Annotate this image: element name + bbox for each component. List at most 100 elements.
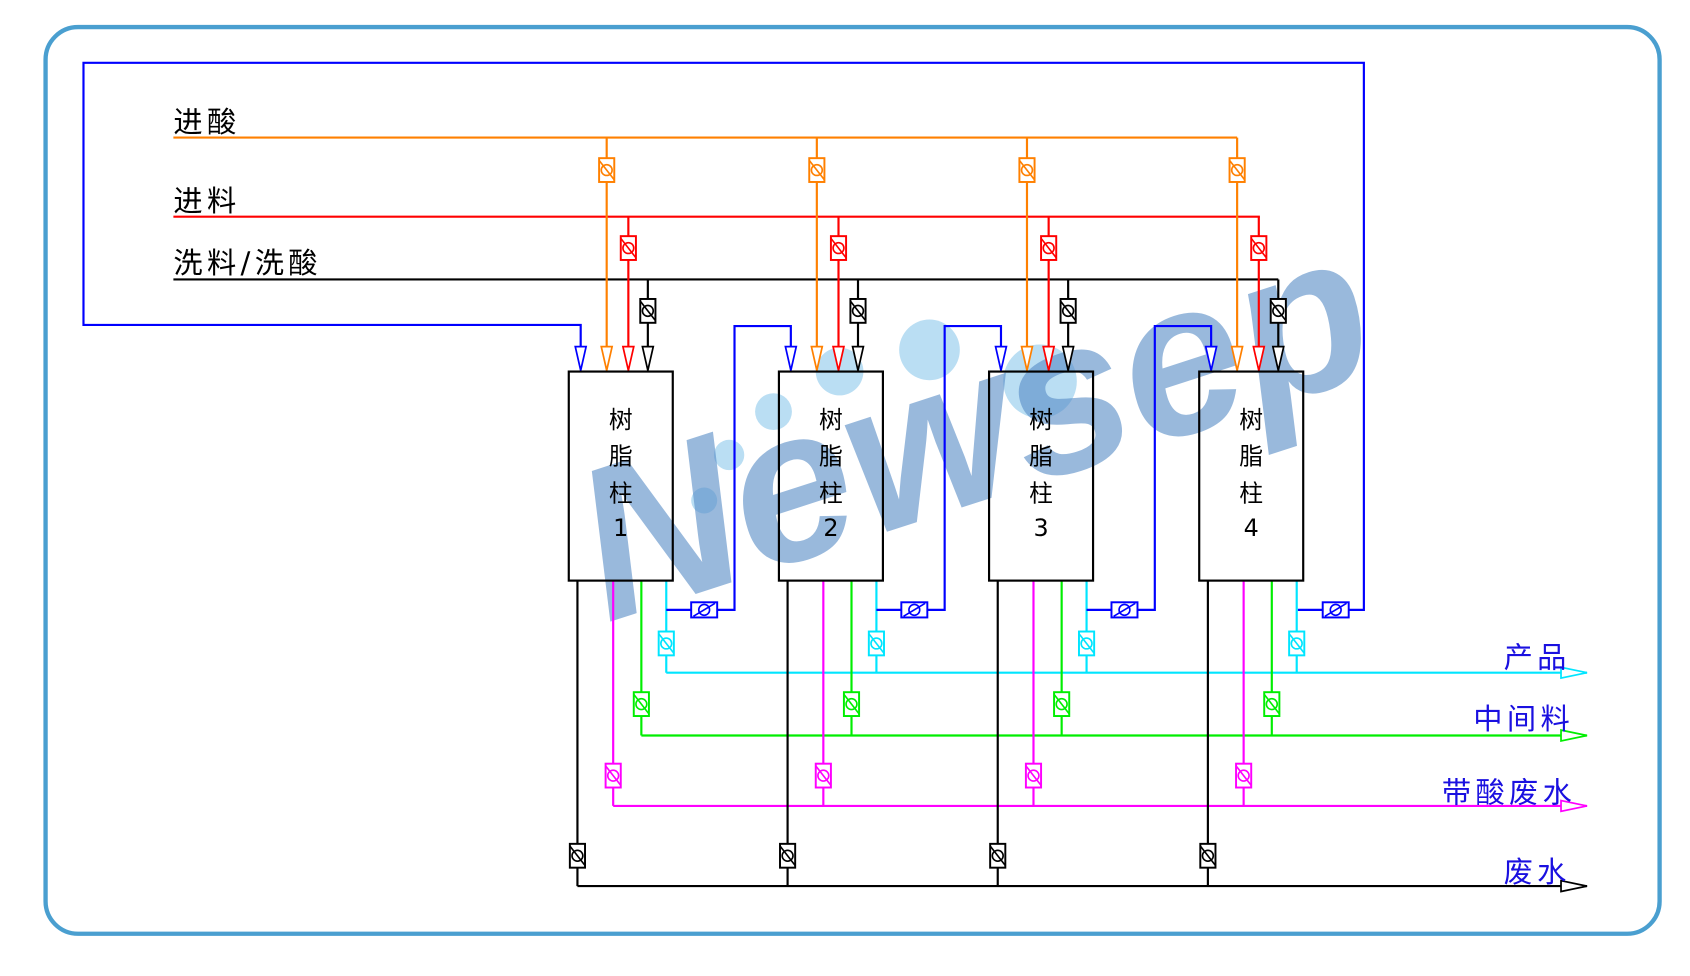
valve-disc <box>1027 769 1040 782</box>
valve-slash <box>692 602 716 618</box>
valve-icon[interactable] <box>1024 762 1043 789</box>
valve-icon[interactable] <box>1269 297 1287 324</box>
inlet-label-feed: 进料 <box>173 184 240 218</box>
valve-disc <box>908 603 921 617</box>
valve-icon[interactable] <box>568 842 586 869</box>
column-name-char: 脂 <box>819 443 843 471</box>
valve-slash <box>1263 693 1281 715</box>
valve-icon[interactable] <box>1053 691 1071 717</box>
valve-disc <box>641 304 655 318</box>
valve-icon[interactable] <box>829 235 848 261</box>
valve-icon[interactable] <box>1018 157 1036 183</box>
valve-icon[interactable] <box>1199 842 1217 869</box>
valve-icon[interactable] <box>632 691 650 717</box>
valve-disc <box>845 697 858 711</box>
outlet-label-acid-wastewater: 带酸废水 <box>1442 776 1576 810</box>
valve-icon[interactable] <box>690 601 719 619</box>
valve-icon[interactable] <box>989 842 1007 869</box>
valve-icon[interactable] <box>1059 297 1077 324</box>
valve-disc <box>622 241 635 255</box>
valve-disc <box>1230 163 1244 177</box>
valve-slash <box>620 237 637 259</box>
valve-slash <box>1235 765 1252 786</box>
valve-disc <box>810 163 824 177</box>
valve-icon[interactable] <box>598 157 616 183</box>
valve-slash <box>1053 693 1070 715</box>
valve-icon[interactable] <box>867 630 885 657</box>
outlet-label-product: 产品 <box>1504 640 1571 674</box>
valve-disc <box>600 163 613 177</box>
column-name-char: 柱 <box>1239 480 1263 508</box>
valve-icon[interactable] <box>604 762 622 789</box>
valve-slash <box>808 159 826 181</box>
valve-disc <box>1290 637 1303 650</box>
valve-slash <box>830 237 847 259</box>
valve-slash <box>639 300 657 322</box>
valve-icon[interactable] <box>842 691 861 717</box>
valve-slash <box>1078 633 1095 654</box>
column-name-char: 脂 <box>1029 443 1053 471</box>
valve-icon[interactable] <box>1040 235 1058 261</box>
valve-slash <box>1288 633 1305 654</box>
column-name-char: 柱 <box>819 480 843 508</box>
valve-icon[interactable] <box>657 630 675 657</box>
valve-icon[interactable] <box>1078 630 1096 657</box>
valve-icon[interactable] <box>849 297 867 324</box>
column-name-char: 柱 <box>609 480 633 508</box>
column-body <box>1198 370 1305 582</box>
valve-slash <box>1324 602 1347 618</box>
arrow-down-icon <box>810 345 824 371</box>
arrow-down-icon <box>1042 345 1056 371</box>
valve-disc <box>1237 769 1250 782</box>
column-name-char: 脂 <box>1239 443 1263 471</box>
valve-slash <box>1199 845 1217 867</box>
valve-icon[interactable] <box>1321 601 1350 619</box>
valve-disc <box>606 769 620 782</box>
valve-slash <box>989 845 1006 867</box>
outlet-label-intermediate: 中间料 <box>1473 702 1574 736</box>
valve-disc <box>660 637 673 650</box>
column-name-char: 树 <box>609 406 633 434</box>
valve-disc <box>1252 241 1266 255</box>
valve-icon[interactable] <box>1235 762 1253 789</box>
valve-icon[interactable] <box>1263 691 1281 717</box>
valve-icon[interactable] <box>900 601 929 619</box>
valve-disc <box>1329 603 1342 617</box>
valve-slash <box>868 633 885 654</box>
arrow-down-icon <box>851 345 865 371</box>
valve-icon[interactable] <box>808 157 826 183</box>
arrow-down-icon <box>994 345 1008 371</box>
valve-slash <box>1113 602 1136 618</box>
arrow-down-icon <box>1020 345 1034 371</box>
valve-icon[interactable] <box>1250 235 1268 261</box>
valve-disc <box>1118 603 1131 617</box>
valve-icon[interactable] <box>639 297 657 324</box>
valve-disc <box>817 769 830 782</box>
valve-slash <box>1228 159 1246 181</box>
outlet-label-wastewater: 废水 <box>1504 855 1571 889</box>
arrow-down-icon <box>1230 345 1244 371</box>
valve-icon[interactable] <box>619 235 637 261</box>
column-name-char: 树 <box>1029 406 1053 434</box>
valve-disc <box>1080 637 1093 650</box>
valve-disc <box>1265 697 1279 711</box>
column-number: 3 <box>1033 514 1048 542</box>
valve-disc <box>991 849 1004 862</box>
valve-slash <box>1018 159 1036 181</box>
valve-icon[interactable] <box>814 762 832 789</box>
valve-disc <box>832 241 845 255</box>
valve-slash <box>1270 300 1287 322</box>
valve-icon[interactable] <box>1288 630 1306 657</box>
valve-icon[interactable] <box>1110 601 1139 619</box>
valve-slash <box>815 765 832 786</box>
inlet-label-acid: 进酸 <box>173 105 240 139</box>
valve-icon[interactable] <box>1228 157 1246 183</box>
valve-disc <box>870 637 883 650</box>
inlet-label-wash: 洗料/洗酸 <box>173 246 321 280</box>
valve-icon[interactable] <box>779 842 797 869</box>
arrow-down-icon <box>1204 345 1218 371</box>
